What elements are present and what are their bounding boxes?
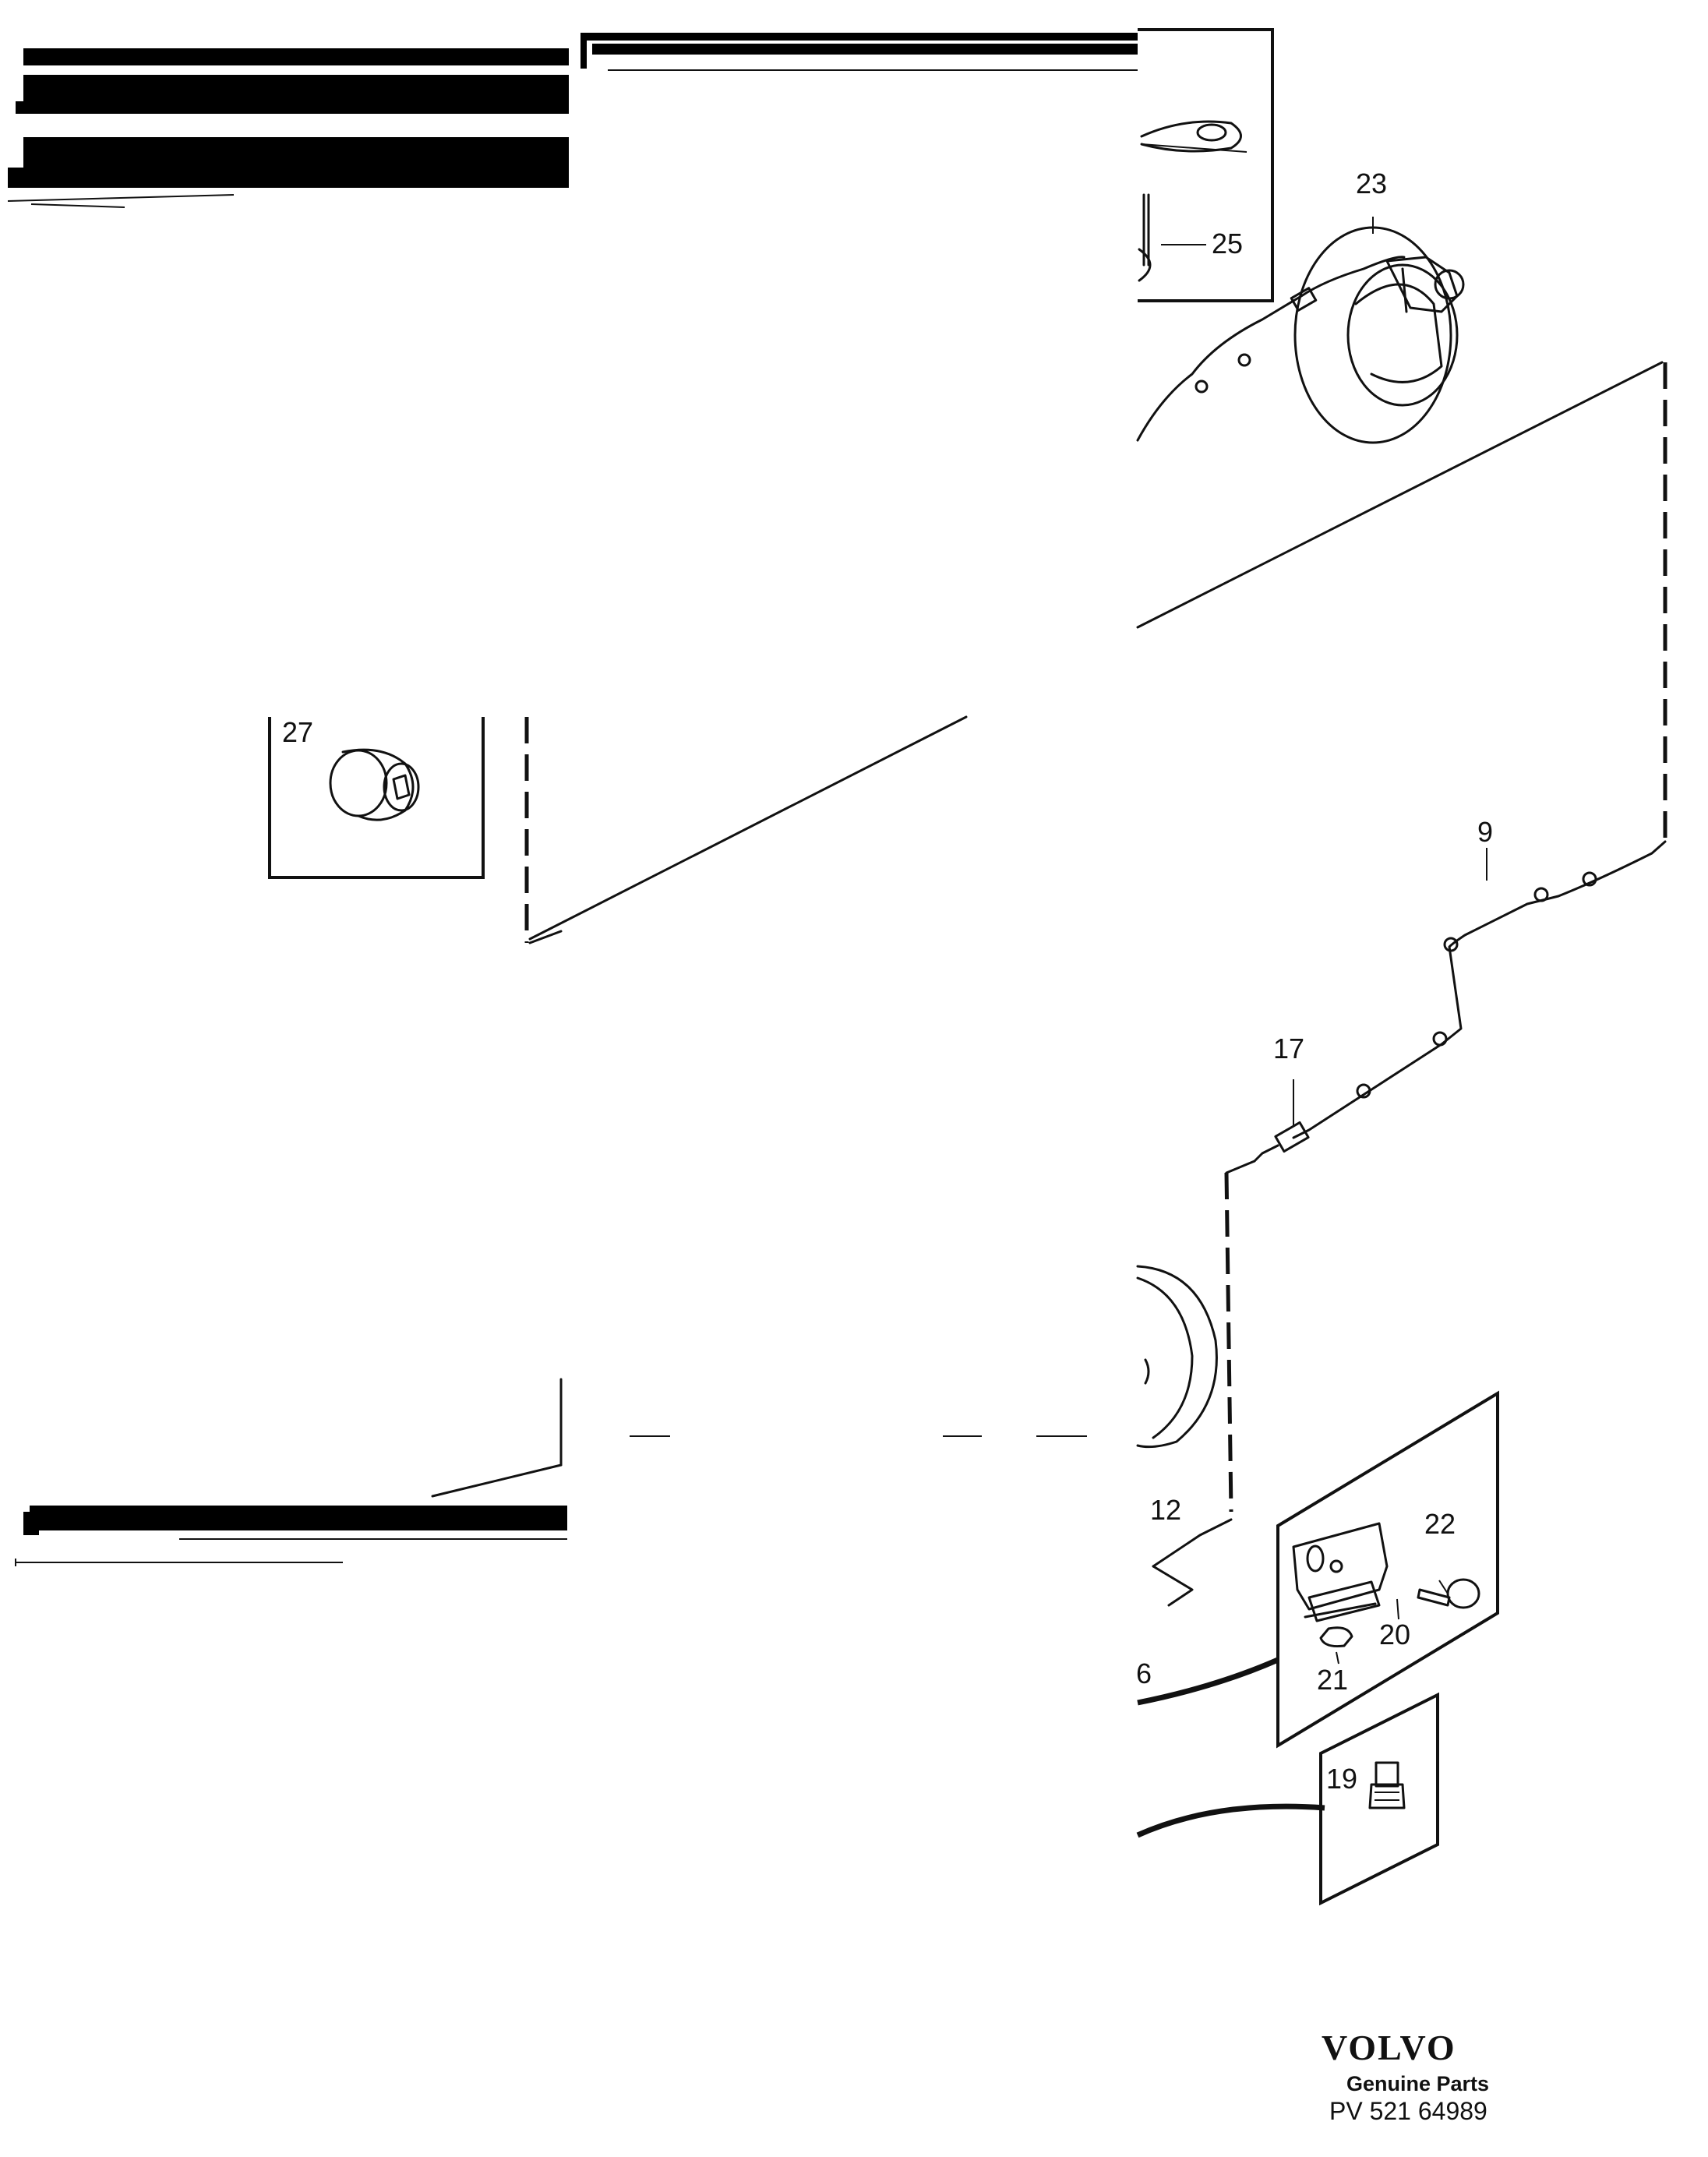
callout-19: 19 [1326, 1763, 1357, 1795]
genuine-parts-label: Genuine Parts [1346, 2072, 1489, 2095]
volvo-brand-block: VOLVO Genuine Parts PV 521 64989 [1322, 2028, 1489, 2125]
rear-hoses [1136, 1657, 1325, 1838]
callout-27: 27 [282, 716, 313, 748]
callout-20: 20 [1379, 1619, 1410, 1650]
front-brake-hose [1136, 256, 1406, 442]
volvo-logo: VOLVO [1322, 2028, 1456, 2067]
callout-21: 21 [1317, 1664, 1348, 1696]
inset-box-27 [268, 717, 485, 879]
scan-artifact-top-center [581, 33, 1138, 71]
brake-line-diagonal-upper [1136, 361, 1667, 842]
brake-line-left-dashed [524, 715, 968, 944]
brake-line-connector [1152, 1121, 1310, 1607]
callout-23: 23 [1356, 168, 1387, 199]
rear-brake-line [1292, 840, 1667, 1139]
inset-box-bracket [1276, 1390, 1499, 1749]
inset-box-19 [1319, 1692, 1439, 1906]
callout-12: 12 [1150, 1494, 1181, 1526]
callout-25: 25 [1212, 228, 1243, 259]
front-brake-disc [1293, 226, 1465, 444]
callout-6: 6 [1136, 1657, 1152, 1689]
callout-17: 17 [1273, 1033, 1304, 1064]
scan-artifact-bottom-left [15, 1378, 567, 1566]
inset-box-top [1138, 28, 1274, 302]
leader-lines [1161, 217, 1487, 1665]
part-number: PV 521 64989 [1329, 2097, 1487, 2125]
callout-9: 9 [1477, 816, 1493, 848]
callout-22: 22 [1424, 1508, 1456, 1540]
rear-brake-drum [1136, 1265, 1218, 1449]
scan-artifact-top-left [7, 48, 569, 208]
